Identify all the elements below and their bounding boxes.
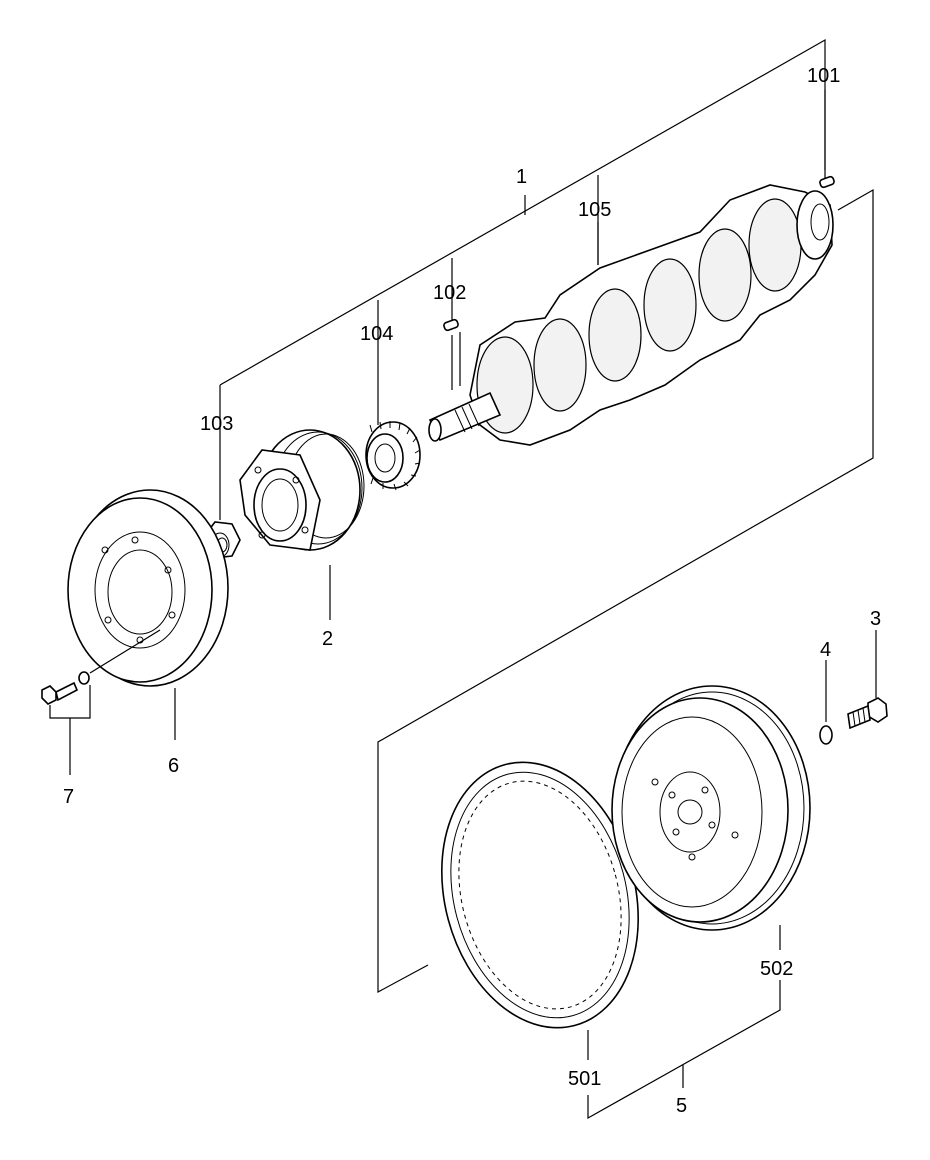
- callout-101: 101: [807, 65, 840, 87]
- flywheel-502: [611, 685, 811, 950]
- callout-3: 3: [870, 608, 881, 630]
- callout-103: 103: [200, 413, 233, 435]
- callout-102: 102: [433, 282, 466, 304]
- callout-2: 2: [322, 628, 333, 650]
- callout-104: 104: [360, 323, 393, 345]
- bolt-7: [41, 629, 161, 775]
- bolt-3: [847, 630, 888, 730]
- callout-501: 501: [568, 1068, 601, 1090]
- damper-6: [67, 489, 229, 740]
- callout-1: 1: [516, 166, 527, 188]
- callout-5: 5: [676, 1095, 687, 1117]
- hub-2: [239, 429, 365, 620]
- key-101: [819, 90, 835, 189]
- assembly-5-bracket: [587, 980, 781, 1120]
- flywheel-group-frame: [377, 188, 874, 994]
- callout-6: 6: [168, 755, 179, 777]
- callout-502: 502: [760, 958, 793, 980]
- gear-104: [365, 421, 421, 491]
- washer-4: [819, 660, 833, 745]
- callout-labels: 1 2 3 4 5 6 7 101 102 103 104 105 501 50…: [63, 65, 881, 1117]
- callout-105: 105: [578, 199, 611, 221]
- key-102: [443, 318, 461, 390]
- callout-4: 4: [820, 639, 831, 661]
- crankshaft: [428, 184, 834, 446]
- callout-7: 7: [63, 786, 74, 808]
